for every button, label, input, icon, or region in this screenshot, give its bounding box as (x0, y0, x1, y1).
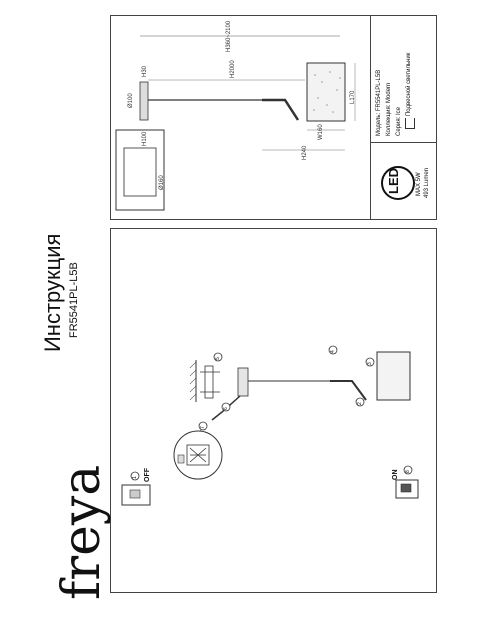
lamp-arm (262, 98, 300, 121)
shade-texture (313, 71, 341, 113)
canopy-disc (139, 81, 149, 121)
dim-label-h100: H100 (142, 131, 148, 146)
dim-label-d160: Ø160 (159, 175, 165, 190)
led-badge-ring (381, 166, 415, 200)
dim-label-w160: W160 (318, 124, 324, 140)
led-lumen: 493 Lumen (424, 167, 430, 198)
detail-terminal (186, 444, 210, 466)
canopy-outline (115, 129, 165, 211)
dim-label-h30: H30 (142, 65, 148, 77)
step-8: 8 (405, 470, 411, 473)
pendant-icon (405, 118, 415, 129)
led-divider (370, 142, 437, 143)
switch-off-toggle (129, 489, 141, 499)
step-markers (130, 345, 413, 481)
switch-on-toggle (400, 483, 412, 493)
specs-divider (370, 15, 371, 220)
spec-series-value: Ice (396, 107, 402, 116)
led-badge: LED (386, 168, 401, 194)
switch-on-box (395, 479, 419, 499)
step-3: 3 (367, 362, 373, 365)
assembly-arm (330, 380, 367, 401)
dim-label-d100: Ø100 (128, 93, 134, 108)
led-power: MAX 5W (416, 172, 422, 196)
lamp-shade (306, 62, 346, 122)
step-4: 4 (330, 350, 336, 353)
dim-label-h2000: H2000 (230, 60, 236, 78)
switch-off-box (121, 484, 151, 506)
dim-label-l170: L170 (350, 90, 356, 104)
spec-collection: Коллекция: Modern (386, 83, 392, 136)
dim-label-h240: H240 (302, 145, 308, 160)
spec-model: Модель: FR5541PL-L5B (376, 70, 382, 136)
assembly-shade (376, 351, 411, 401)
mount-bracket (204, 365, 214, 399)
spec-collection-value: Modern (386, 82, 392, 103)
dimensions-panel-frame (110, 15, 437, 220)
step-7: 7 (200, 426, 206, 429)
step-2: 2 (357, 402, 363, 405)
step-6: 6 (223, 407, 229, 410)
spec-type: Подвесной светильник (406, 52, 412, 116)
step-1: 1 (132, 476, 138, 479)
assembly-canopy (237, 367, 249, 397)
ceiling-hatch (189, 361, 197, 401)
spec-model-value: FR5541PL-L5B (376, 69, 382, 112)
switch-off-label: OFF (144, 468, 151, 482)
left-panel-frame (110, 228, 437, 593)
dim-label-h360-2100: H360~2100 (226, 20, 232, 52)
spec-model-label: Модель: (376, 112, 382, 136)
step-5: 5 (215, 357, 221, 360)
canopy-inner (123, 147, 157, 197)
wire-drop (211, 395, 241, 421)
bulb-icon (177, 454, 185, 464)
spec-series-label: Серия: (396, 116, 402, 136)
switch-on-label: ON (392, 469, 399, 481)
spec-collection-label: Коллекция: (386, 104, 392, 136)
spec-series: Серия: Ice (396, 107, 402, 136)
